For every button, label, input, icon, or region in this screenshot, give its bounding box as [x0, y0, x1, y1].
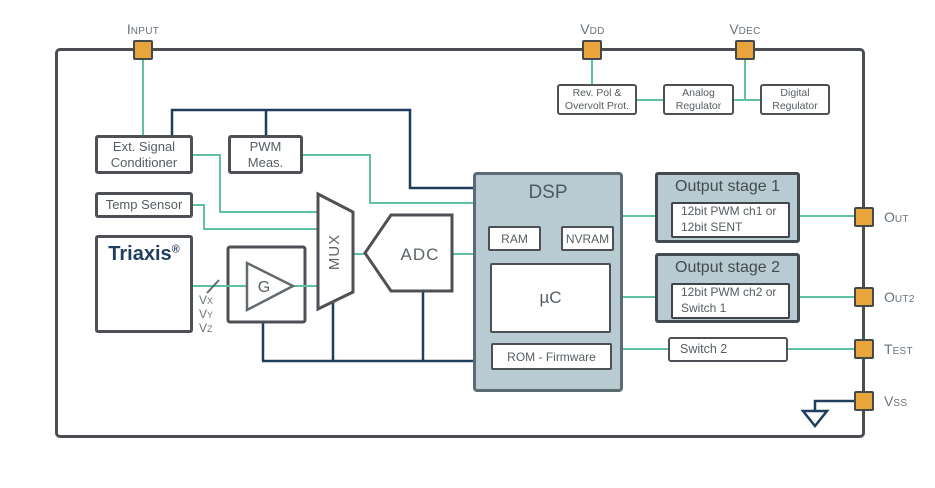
teal-wires [142, 60, 856, 350]
microcontroller-block: µC [490, 263, 611, 333]
nvram-block: NVRAM [561, 226, 614, 251]
out2-pin [854, 287, 874, 307]
input-pin-label: INPUT [126, 21, 160, 37]
vdec-pin-label: VDEC [729, 21, 761, 37]
out2-pin-label: OUT2 [884, 289, 915, 305]
output-stage-1-title: Output stage 1 [675, 178, 780, 195]
bus-slash-icon [206, 279, 220, 294]
vz-label: VZ [199, 321, 213, 335]
mux-shape [316, 191, 355, 312]
rev-pol-overvolt-block: Rev. Pol & Overvolt Prot. [557, 84, 637, 115]
output-stage-1-mode-box: 12bit PWM ch1 or 12bit SENT [671, 202, 790, 238]
out-pin-label: OUT [884, 209, 909, 225]
out-pin [854, 207, 874, 227]
output-stage-2-title: Output stage 2 [675, 259, 780, 276]
dsp-title: DSP [528, 182, 568, 203]
vss-pin [854, 391, 874, 411]
triaxis-wordmark: Triaxis® [108, 243, 180, 265]
ram-block: RAM [488, 226, 541, 251]
wire-pwm-to-dsp [303, 154, 473, 204]
adc-label: ADC [401, 245, 440, 264]
output-stage-1-block: Output stage 1 12bit PWM ch1 or 12bit SE… [655, 172, 800, 243]
test-pin-label: TEST [884, 341, 913, 357]
wire-esc-to-dsp [170, 108, 473, 190]
vy-label: VY [199, 307, 214, 321]
ground-symbol-icon [800, 409, 830, 429]
digital-regulator-block: Digital Regulator [760, 84, 830, 115]
rom-firmware-block: ROM - Firmware [491, 343, 612, 370]
pwm-meas-block: PWM Meas. [228, 135, 303, 174]
input-pin [133, 40, 153, 60]
dsp-block: DSP RAM NVRAM µC ROM - Firmware [473, 172, 623, 392]
wire-esc-to-mux [193, 154, 318, 213]
vx-label: VX [199, 293, 214, 307]
test-pin [854, 339, 874, 359]
mux-label: MUX [326, 234, 343, 270]
ext-signal-conditioner-block: Ext. Signal Conditioner [95, 135, 193, 174]
amplifier-triangle-icon [245, 260, 296, 313]
vss-pin-label: VSS [884, 393, 908, 409]
wire-vss-ground [813, 399, 854, 411]
output-stage-2-mode-box: 12bit PWM ch2 or Switch 1 [671, 283, 790, 319]
switch-2-block: Switch 2 [668, 337, 788, 362]
gain-label: G [258, 279, 270, 296]
vdd-pin [582, 40, 602, 60]
output-stage-2-block: Output stage 2 12bit PWM ch2 or Switch 1 [655, 253, 800, 323]
adc-shape [363, 213, 454, 293]
vdec-pin [735, 40, 755, 60]
triaxis-block [95, 235, 193, 333]
vdd-pin-label: VDD [580, 21, 605, 37]
temp-sensor-block: Temp Sensor [95, 192, 193, 218]
analog-regulator-block: Analog Regulator [663, 84, 734, 115]
wire-temp-to-mux [193, 204, 318, 230]
navy-wires [170, 108, 854, 411]
chip-outline [55, 48, 865, 438]
